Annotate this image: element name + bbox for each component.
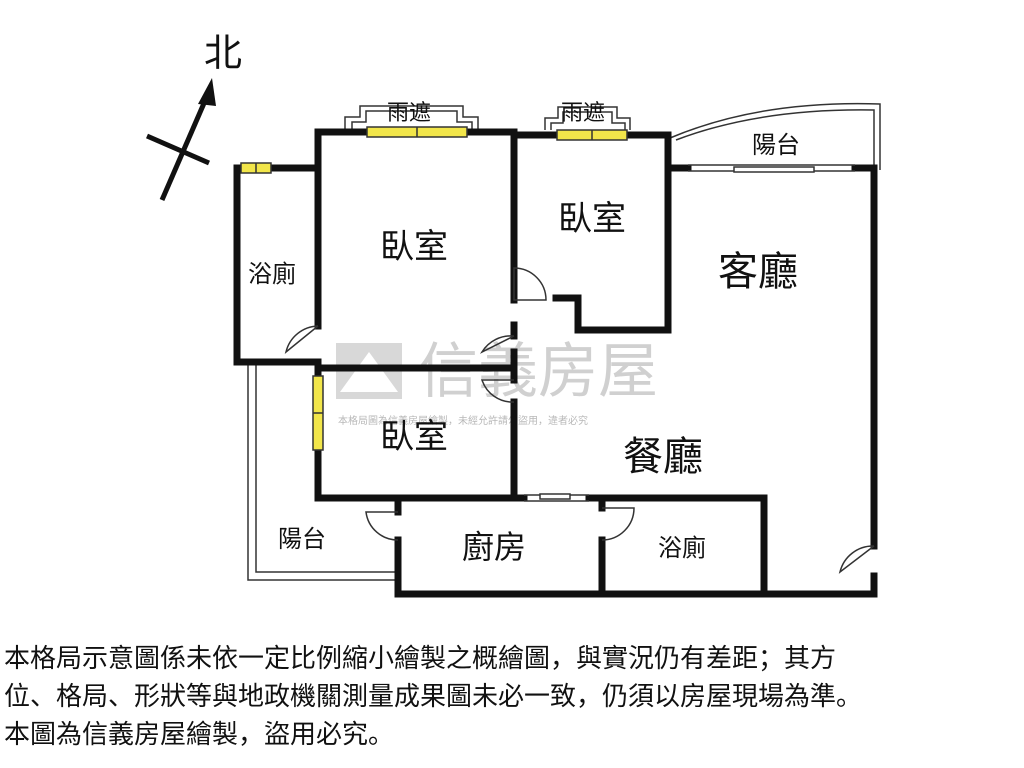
balconies	[247, 102, 881, 581]
disclaimer: 本格局示意圖係未依一定比例縮小繪製之概繪圖，與實況仍有差距；其方 位、格局、形狀…	[4, 640, 1020, 754]
canopies	[344, 105, 631, 130]
label-bedroom-top-right: 臥室	[558, 199, 626, 239]
watermark: 信義房屋 本格局圖為信義房屋繪製，未經允許請勿盜用，違者必究	[336, 337, 658, 427]
label-bedroom-top-left: 臥室	[380, 227, 448, 267]
label-bedroom-bottom: 臥室	[380, 417, 448, 457]
label-canopy-right: 雨遮	[561, 101, 605, 126]
disclaimer-line-1: 本格局示意圖係未依一定比例縮小繪製之概繪圖，與實況仍有差距；其方	[4, 644, 837, 674]
label-bathroom-bottom: 浴廁	[658, 534, 706, 562]
label-canopy-left: 雨遮	[387, 101, 431, 126]
disclaimer-line-3: 本圖為信義房屋繪製，盜用必究。	[4, 720, 395, 750]
floor-plan: 信義房屋 本格局圖為信義房屋繪製，未經允許請勿盜用，違者必究 北	[146, 31, 881, 598]
disclaimer-line-2: 位、格局、形狀等與地政機關測量成果圖未必一致，仍須以房屋現場為準。	[4, 682, 863, 712]
watermark-notice: 本格局圖為信義房屋繪製，未經允許請勿盜用，違者必究	[338, 414, 588, 427]
room-labels: 雨遮 雨遮 陽台 臥室 臥室 浴廁 客廳 臥室 餐廳 陽台 廚房 浴廁	[248, 101, 800, 566]
label-kitchen: 廚房	[462, 528, 526, 566]
compass-arrow-icon	[198, 78, 216, 106]
door-swings	[284, 267, 875, 574]
label-dining-room: 餐廳	[623, 434, 703, 480]
label-balcony-bottom-left: 陽台	[278, 525, 326, 553]
windows	[240, 126, 628, 451]
watermark-brand: 信義房屋	[418, 337, 658, 407]
label-living-room: 客廳	[718, 249, 798, 295]
compass: 北	[146, 31, 242, 201]
compass-north-label: 北	[204, 31, 242, 75]
label-balcony-top: 陽台	[752, 131, 800, 159]
label-bathroom-left: 浴廁	[248, 260, 296, 288]
sliding-doors	[524, 164, 855, 502]
